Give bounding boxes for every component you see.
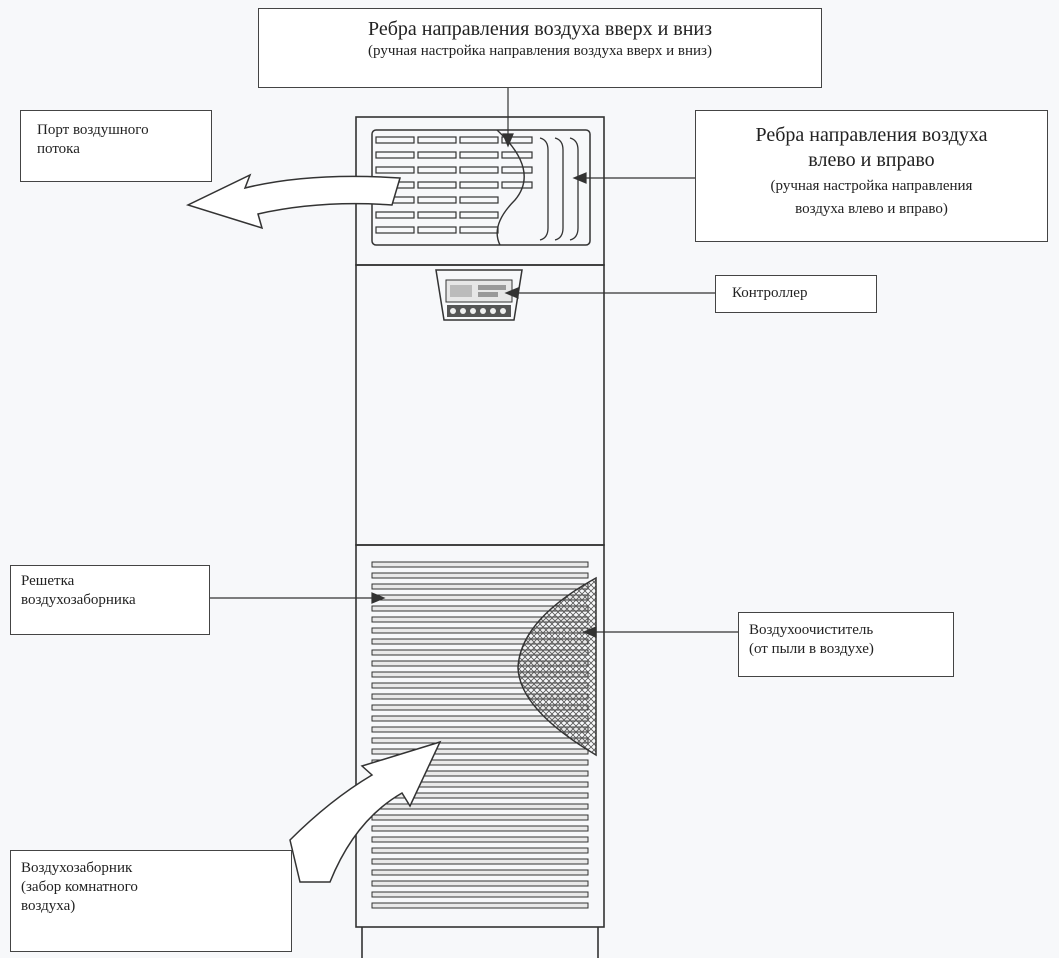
- intake-line3: воздуха): [21, 897, 76, 914]
- intake-line2: (забор комнатного: [21, 878, 138, 895]
- air-port-label: Порт воздушного потока: [20, 110, 212, 182]
- controller-panel: [435, 269, 523, 321]
- leftright-fins-title-line2: влево и вправо: [808, 149, 935, 171]
- lower-panel: [355, 544, 605, 928]
- updown-fins-subtitle: (ручная настройка направления воздуха вв…: [368, 43, 712, 59]
- leftright-fins-title-line1: Ребра направления воздуха: [755, 124, 988, 146]
- intake-grille-label: Решетка воздухозаборника: [10, 565, 210, 635]
- air-purifier-filter: [517, 576, 597, 757]
- airflow-in-arrow: [289, 740, 442, 883]
- leftright-fins-label: Ребра направления воздуха влево и вправо…: [695, 110, 1048, 242]
- leftright-fins-sub-line2: воздуха влево и вправо): [795, 200, 948, 217]
- updown-fins-title: Ребра направления воздуха вверх и вниз: [367, 18, 713, 40]
- updown-fins-label: Ребра направления воздуха вверх и вниз (…: [258, 8, 822, 88]
- intake-grille: [371, 561, 589, 909]
- air-intake-label: Воздухозаборник (забор комнатного воздух…: [10, 850, 292, 952]
- intake-line1: Воздухозаборник: [21, 860, 133, 876]
- air-outlet: [371, 129, 591, 246]
- purifier-line2: (от пыли в воздухе): [749, 640, 874, 657]
- purifier-line1: Воздухоочиститель: [749, 622, 874, 638]
- ac-cabinet: [355, 116, 605, 958]
- air-port-line1: Порт воздушного: [37, 122, 149, 138]
- air-purifier-label: Воздухоочиститель (от пыли в воздухе): [738, 612, 954, 677]
- leader-lines: [210, 88, 738, 638]
- vertical-fins: [539, 137, 579, 241]
- grille-line1: Решетка: [21, 573, 75, 589]
- grille-line2: воздухозаборника: [21, 591, 136, 608]
- airflow-out-arrow: [185, 173, 401, 230]
- air-port-line2: потока: [37, 140, 80, 157]
- controller-label-text: Контроллер: [732, 285, 808, 301]
- arrowhead: [502, 133, 514, 148]
- controller-label: Контроллер: [715, 275, 877, 313]
- leftright-fins-sub-line1: (ручная настройка направления: [770, 178, 973, 194]
